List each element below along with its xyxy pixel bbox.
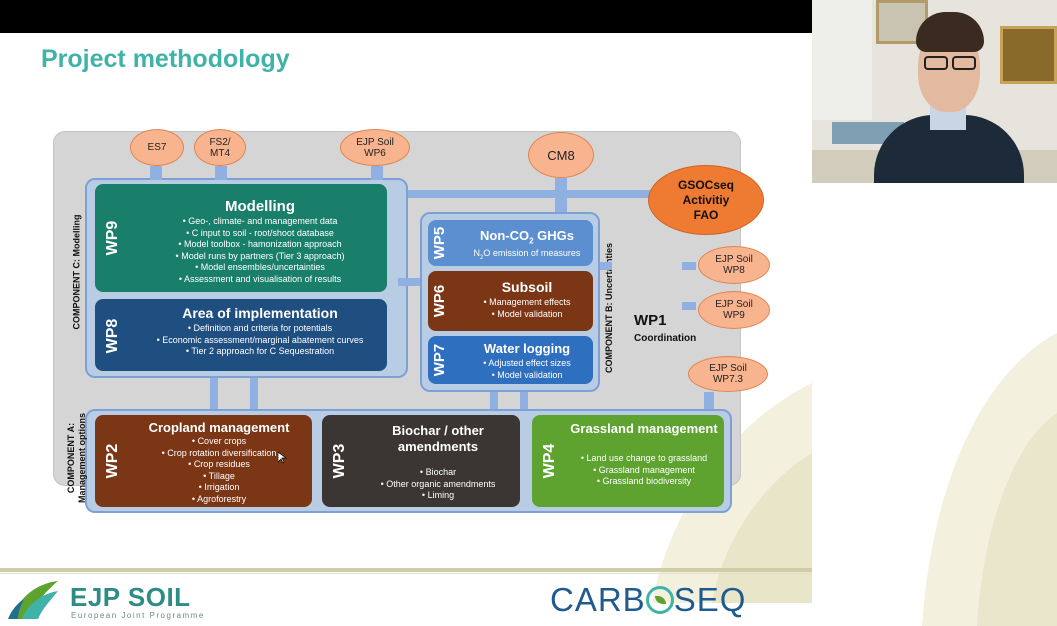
wp5-title: Non-CO2 GHGs bbox=[479, 228, 575, 246]
wp7-item: Adjusted effect sizes bbox=[462, 358, 592, 370]
wp4-items: Land use change to grasslandGrassland ma… bbox=[566, 453, 722, 488]
wp2-item: Tillage bbox=[129, 471, 309, 483]
box-wp4-grassland: WP4 Grassland management Land use change… bbox=[532, 415, 724, 507]
wp5-tag: WP5 bbox=[431, 226, 448, 260]
mouse-cursor-icon bbox=[278, 452, 287, 464]
wp6-items: Management effectsModel validation bbox=[462, 297, 592, 320]
ejp-soil-logo-icon bbox=[8, 581, 58, 619]
right-empty-area bbox=[812, 183, 1057, 626]
ejp-soil-subtitle: European Joint Programme bbox=[71, 611, 205, 620]
wp1-coordination: Coordination bbox=[634, 333, 697, 344]
box-wp5-ghg: WP5 Non-CO2 GHGs N2O emission of measure… bbox=[428, 220, 593, 266]
person-hair bbox=[916, 12, 984, 52]
arrow-es7-down bbox=[150, 166, 162, 180]
oval-es7: ES7 bbox=[130, 129, 184, 166]
wp6-tag: WP6 bbox=[431, 284, 448, 318]
wp7-tag: WP7 bbox=[431, 343, 448, 377]
wp2-item: Cover crops bbox=[129, 436, 309, 448]
wp9-item: Model ensembles/uncertainties bbox=[135, 262, 385, 274]
wp3-item: Biochar bbox=[358, 467, 518, 479]
wp2-title: Cropland management bbox=[148, 420, 290, 435]
box-wp2-cropland: WP2 Cropland management Cover cropsCrop … bbox=[95, 415, 312, 507]
wp2-items: Cover cropsCrop rotation diversification… bbox=[129, 436, 309, 505]
wp2-item: Crop rotation diversification bbox=[129, 448, 309, 460]
wp3-item: Other organic amendments bbox=[358, 479, 518, 491]
footer-divider bbox=[0, 568, 812, 572]
arrow-wp73-down bbox=[704, 392, 714, 409]
arrow-c-to-b bbox=[398, 278, 420, 286]
wp6-item: Management effects bbox=[462, 297, 592, 309]
glasses-left-icon bbox=[924, 56, 948, 70]
background-leaf-decoration bbox=[652, 383, 812, 603]
wall-painting bbox=[1000, 26, 1057, 84]
footer-divider-thin bbox=[0, 573, 812, 574]
wp3-item: Liming bbox=[358, 490, 518, 502]
wp6-title: Subsoil bbox=[501, 279, 553, 295]
wp9-items: Geo-, climate- and management dataC inpu… bbox=[135, 216, 385, 285]
box-wp9-modelling: WP9 Modelling Geo-, climate- and managem… bbox=[95, 184, 387, 292]
slide-title: Project methodology bbox=[41, 45, 290, 73]
wp8-tag: WP8 bbox=[104, 318, 121, 354]
box-wp6-subsoil: WP6 Subsoil Management effectsModel vali… bbox=[428, 271, 593, 331]
wp4-tag: WP4 bbox=[541, 443, 558, 479]
arrow-wp9-left bbox=[682, 302, 696, 310]
wp1-label: WP1 bbox=[634, 312, 667, 329]
arrow-wp6-down bbox=[371, 166, 383, 180]
wp8-item: Tier 2 approach for C Sequestration bbox=[135, 346, 385, 358]
wp8-title: Area of implementation bbox=[182, 305, 338, 321]
webcam-video-feed bbox=[812, 0, 1057, 183]
arrow-a-to-c-left bbox=[210, 378, 218, 409]
arrow-b-right bbox=[600, 262, 612, 270]
arrow-a-to-b-right bbox=[520, 392, 528, 409]
wp9-item: Model toolbox - hamonization approach bbox=[135, 239, 385, 251]
wp3-items: BiocharOther organic amendmentsLiming bbox=[358, 467, 518, 502]
arrow-wp8-left bbox=[682, 262, 696, 270]
wp6-item: Model validation bbox=[462, 309, 592, 321]
wp9-tag: WP9 bbox=[104, 220, 121, 256]
wp9-item: Assessment and visualisation of results bbox=[135, 274, 385, 286]
wp2-tag: WP2 bbox=[104, 443, 121, 479]
glasses-right-icon bbox=[952, 56, 976, 70]
wp9-item: Geo-, climate- and management data bbox=[135, 216, 385, 228]
arrow-fs2-down bbox=[215, 166, 227, 180]
wp9-title: Modelling bbox=[225, 198, 295, 215]
wp7-items: Adjusted effect sizesModel validation bbox=[462, 358, 592, 381]
oval-cm8: CM8 bbox=[528, 132, 594, 178]
wp4-item: Grassland management bbox=[566, 465, 722, 477]
wp9-item: C input to soil - root/shoot database bbox=[135, 228, 385, 240]
wp8-items: Definition and criteria for potentialsEc… bbox=[135, 323, 385, 358]
wp7-item: Model validation bbox=[462, 370, 592, 382]
wp2-item: Irrigation bbox=[129, 482, 309, 494]
arrow-a-to-b-left bbox=[490, 392, 498, 409]
wp4-title: Grassland management bbox=[570, 421, 718, 436]
wp5-item: N2O emission of measures bbox=[473, 248, 581, 261]
wp3-tag: WP3 bbox=[331, 443, 348, 479]
wp7-title: Water logging bbox=[483, 341, 571, 356]
arrow-a-to-c-right bbox=[250, 378, 258, 409]
box-wp8-area: WP8 Area of implementation Definition an… bbox=[95, 299, 387, 371]
wp8-item: Economic assessment/marginal abatement c… bbox=[135, 335, 385, 347]
wp4-item: Land use change to grassland bbox=[566, 453, 722, 465]
component-a-label: COMPONENT A: Management options bbox=[66, 413, 87, 504]
component-c-label: COMPONENT C: Modelling bbox=[71, 214, 82, 330]
wp4-item: Grassland biodiversity bbox=[566, 476, 722, 488]
wp2-item: Agroforestry bbox=[129, 494, 309, 506]
oval-fs2-mt4: FS2/MT4 bbox=[194, 129, 246, 166]
box-wp7-waterlogging: WP7 Water logging Adjusted effect sizesM… bbox=[428, 336, 593, 384]
wp2-item: Crop residues bbox=[129, 459, 309, 471]
wp9-item: Model runs by partners (Tier 3 approach) bbox=[135, 251, 385, 263]
arrow-to-gsoc bbox=[408, 190, 650, 198]
ejp-soil-wordmark: EJP SOIL bbox=[70, 582, 191, 612]
wp8-item: Definition and criteria for potentials bbox=[135, 323, 385, 335]
carboseq-o-leaf-icon bbox=[645, 586, 674, 614]
